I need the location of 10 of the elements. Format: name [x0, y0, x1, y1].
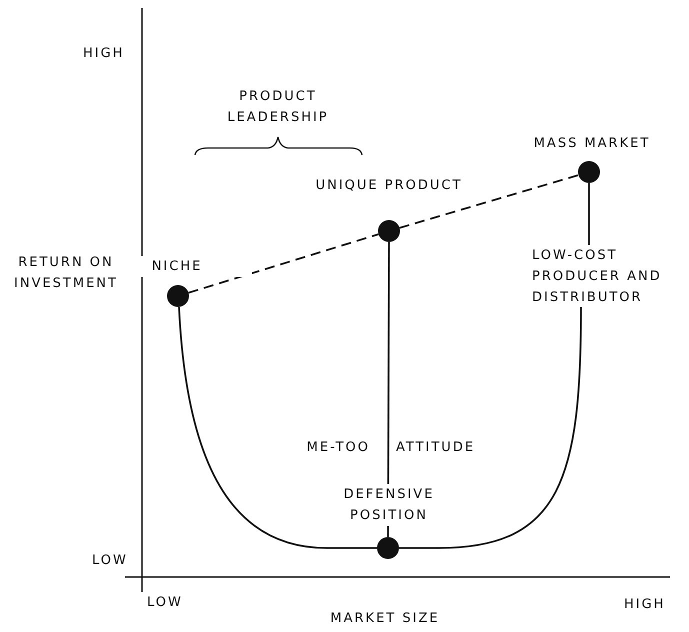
point-marker — [167, 285, 189, 307]
connector-line — [178, 306, 377, 549]
dashed-line — [399, 174, 579, 229]
point-marker — [377, 537, 399, 559]
node-label: LOW-COST PRODUCER AND DISTRIBUTOR — [532, 245, 684, 308]
point-marker — [578, 161, 600, 183]
point-marker — [378, 220, 400, 242]
connector-line — [588, 183, 590, 245]
dashed-line — [188, 233, 379, 294]
connector-line — [399, 306, 582, 549]
